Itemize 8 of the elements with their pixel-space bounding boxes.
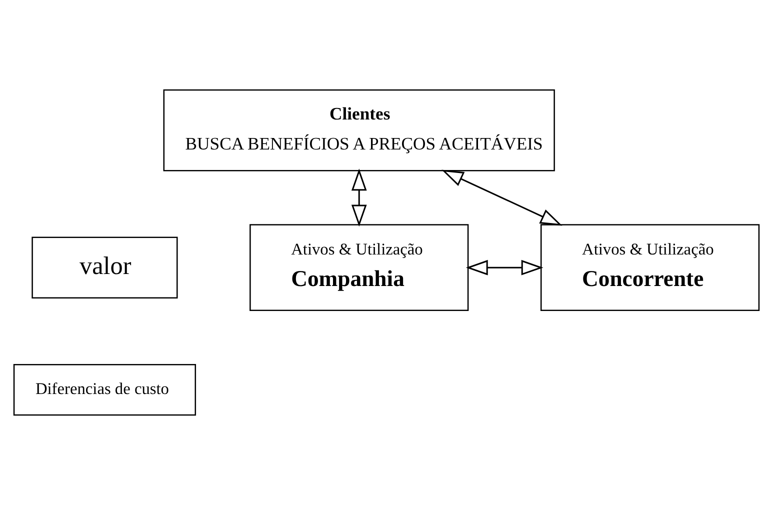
arrow <box>442 170 562 226</box>
node-box: Clientes BUSCA BENEFÍCIOS A PREÇOS ACEITÁVEIS <box>163 89 555 172</box>
node-box: valor <box>32 236 178 298</box>
node-box: Ativos & Utilização Concorrente <box>540 224 760 312</box>
arrow <box>466 260 544 276</box>
node-box: Diferencias de custo <box>13 364 196 416</box>
node-box: Ativos & Utilização Companhia <box>250 224 469 312</box>
arrow <box>351 168 367 227</box>
